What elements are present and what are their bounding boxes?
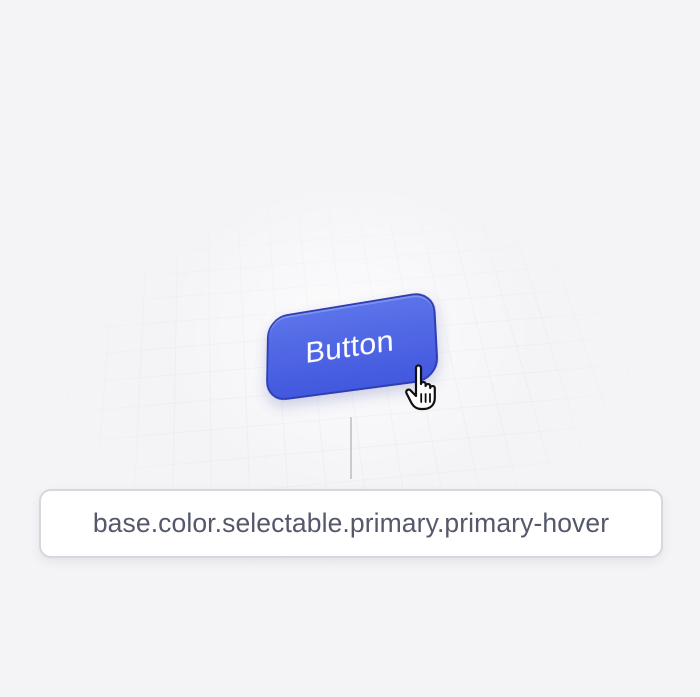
connector-line bbox=[350, 417, 352, 479]
token-name-label: base.color.selectable.primary.primary-ho… bbox=[39, 489, 663, 558]
hand-pointer-icon bbox=[404, 362, 448, 412]
